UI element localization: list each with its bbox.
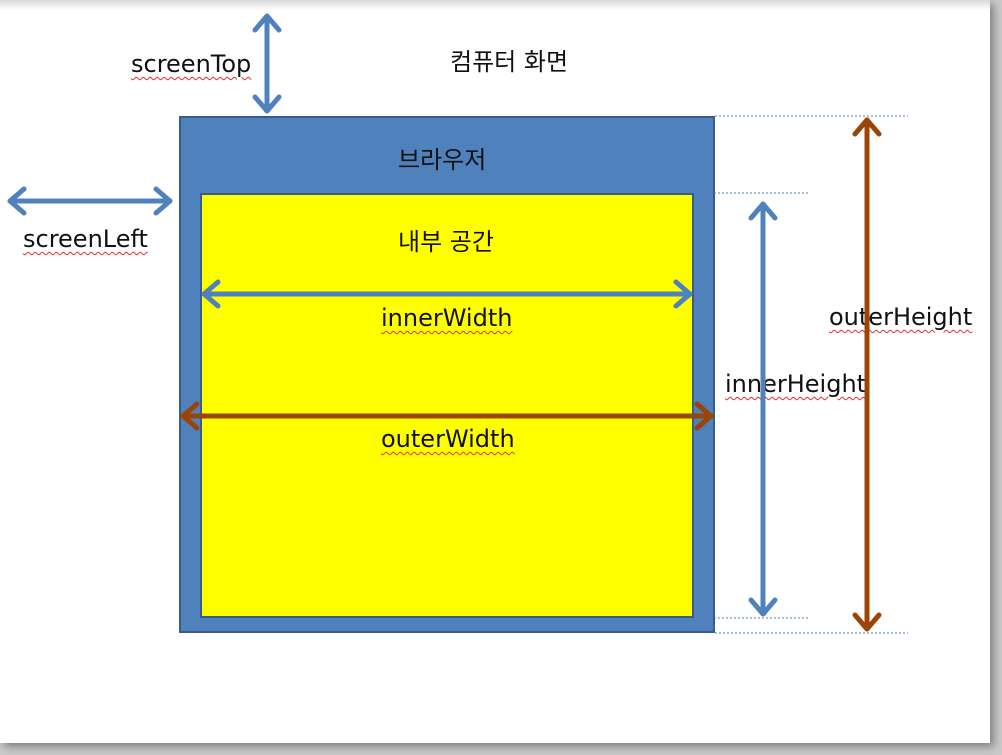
outer-height-label: outerHeight bbox=[829, 303, 973, 331]
outer-height-arrow bbox=[852, 117, 882, 632]
slide-top-edge bbox=[0, 0, 990, 10]
inner-width-label: innerWidth bbox=[381, 304, 513, 332]
arrows-layer bbox=[7, 13, 908, 634]
screen-label: 컴퓨터 화면 bbox=[450, 48, 569, 76]
inner-space-box bbox=[200, 193, 694, 618]
outer-width-arrow bbox=[180, 401, 714, 431]
screen-left-arrow bbox=[7, 186, 173, 216]
inner-height-arrow bbox=[748, 201, 778, 617]
inner-height-label: innerHeight bbox=[725, 370, 867, 398]
diagram-canvas: 컴퓨터 화면 브라우저 내부 공간 screenTop screenLeft i… bbox=[0, 0, 990, 743]
inner-space-label: 내부 공간 bbox=[398, 228, 494, 256]
inner-width-arrow bbox=[201, 279, 693, 309]
screen-top-arrow bbox=[252, 13, 282, 114]
screen-top-label: screenTop bbox=[131, 50, 252, 78]
outer-width-label: outerWidth bbox=[381, 425, 515, 453]
browser-label: 브라우저 bbox=[398, 146, 487, 174]
screen-left-label: screenLeft bbox=[23, 225, 148, 253]
